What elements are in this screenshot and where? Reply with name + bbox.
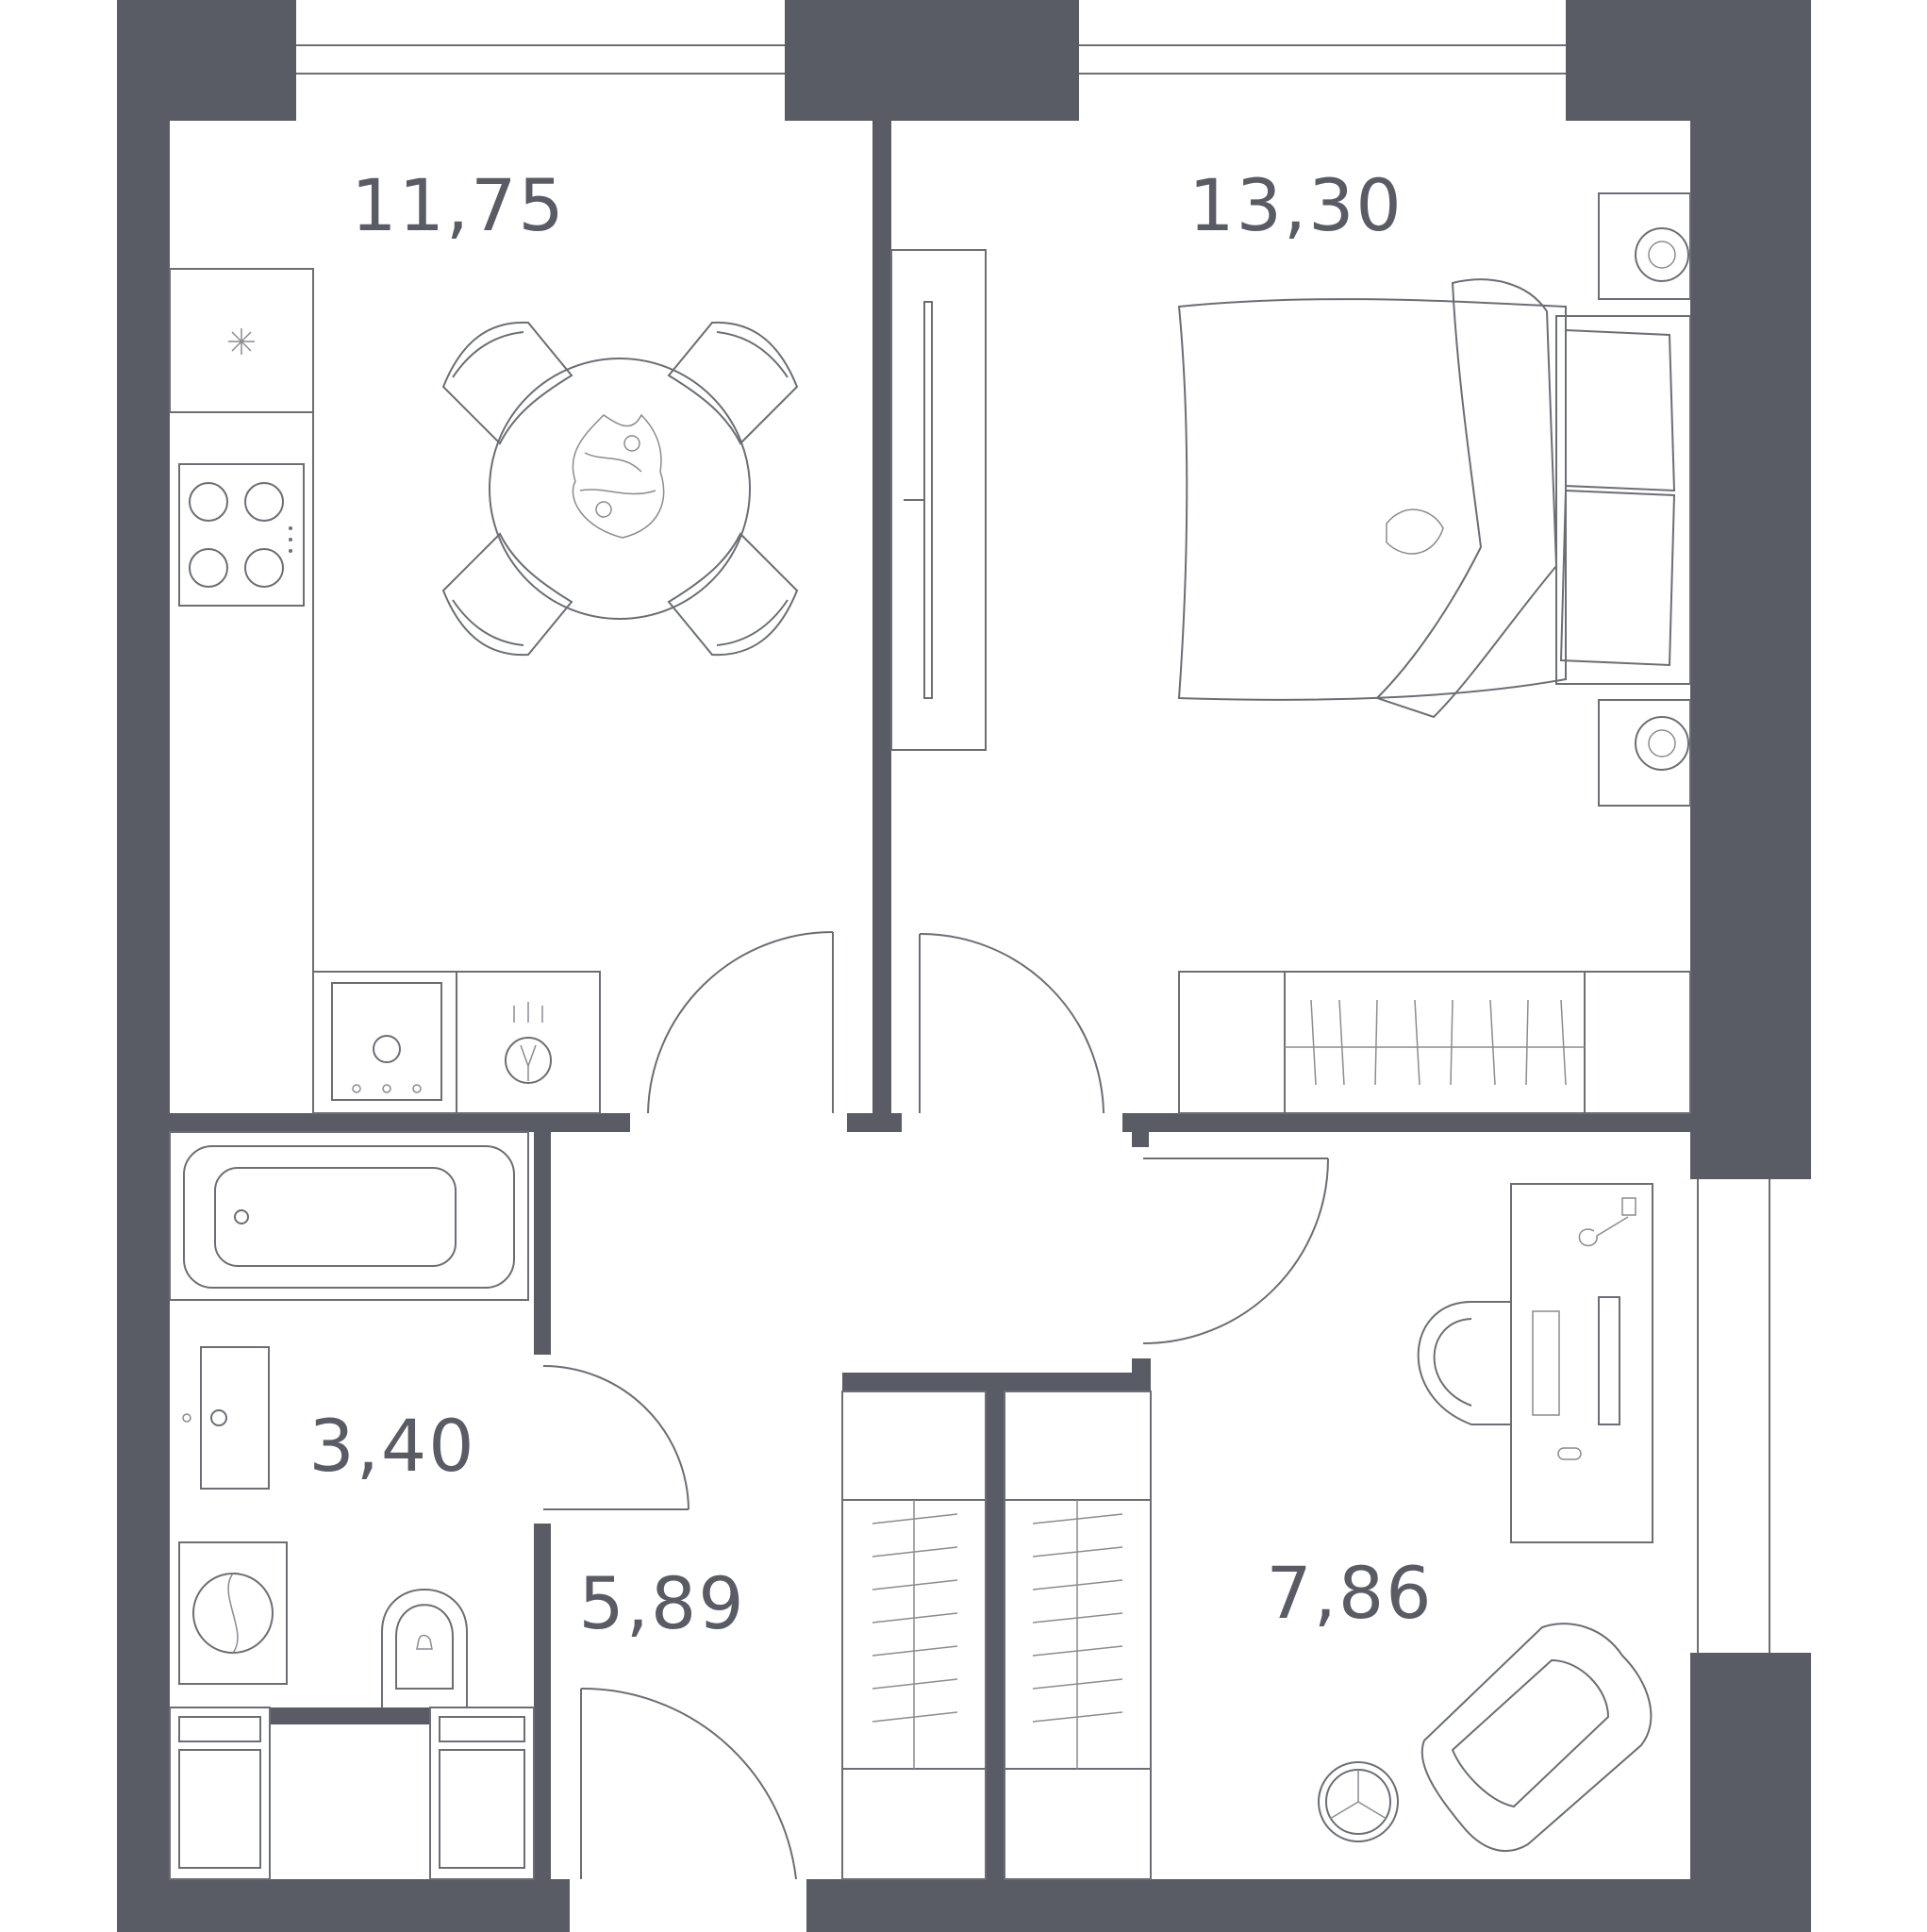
bathroom-furniture — [169, 1131, 535, 1880]
doors — [542, 931, 1329, 1880]
closets — [841, 1391, 1152, 1880]
dishwasher-icon — [331, 982, 442, 1101]
sink-icon — [505, 1002, 552, 1084]
dining-table-icon — [441, 321, 799, 657]
bedroom-area-label: 13,30 — [1188, 163, 1404, 247]
fridge-icon — [169, 268, 314, 413]
bedroom-furniture — [890, 192, 1691, 1114]
washbasin-icon — [182, 1346, 270, 1490]
kitchen-furniture — [169, 268, 799, 1114]
study-area-label: 7,86 — [1266, 1551, 1434, 1635]
bathroom-area-label: 3,40 — [308, 1404, 476, 1488]
chair-icon — [441, 321, 799, 657]
walls — [117, 0, 1811, 1932]
armchair-icon — [1420, 1623, 1653, 1853]
washing-machine-icon — [178, 1541, 288, 1685]
fan-icon — [1318, 1761, 1399, 1842]
bed-icon — [1177, 278, 1691, 719]
stove-icon — [178, 463, 305, 607]
wardrobe-icon — [1178, 971, 1691, 1114]
hallway-area-label: 5,89 — [578, 1561, 746, 1645]
windows — [296, 38, 1811, 1653]
desk-icon — [1510, 1183, 1653, 1543]
tv-icon — [890, 249, 987, 751]
kitchen-area-label: 11,75 — [351, 163, 566, 247]
nightstand-icon — [1598, 192, 1691, 807]
toilet-icon — [381, 1589, 468, 1707]
study-furniture — [1318, 1183, 1653, 1853]
bathtub-icon — [169, 1131, 529, 1301]
chair-icon — [1417, 1301, 1512, 1425]
